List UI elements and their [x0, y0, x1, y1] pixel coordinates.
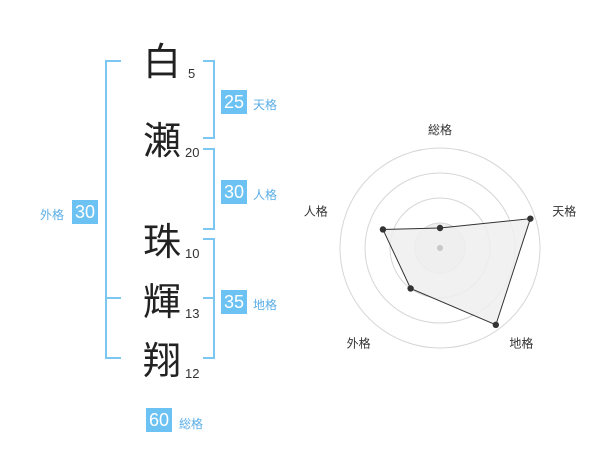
bracket-line [203, 228, 215, 230]
bracket-line [105, 297, 121, 299]
bracket-line [105, 60, 121, 62]
stroke-count-1: 5 [188, 66, 196, 81]
jinkaku-value: 30 [221, 180, 247, 204]
bracket-line [105, 60, 107, 359]
kanji-char-5: 翔 [143, 339, 182, 383]
chikaku-value: 35 [221, 290, 247, 314]
soukaku-label: 総格 [179, 417, 204, 431]
tenkaku-value: 25 [221, 90, 247, 114]
jinkaku-label: 人格 [253, 188, 278, 202]
gaikaku-label: 外格 [40, 208, 65, 222]
bracket-line [105, 357, 121, 359]
radar-point-2 [527, 215, 534, 222]
kanji-char-4: 輝 [143, 280, 182, 324]
tenkaku-label: 天格 [253, 98, 278, 112]
bracket-line [203, 60, 215, 62]
radar-axis-label: 総格 [428, 122, 452, 137]
bracket-line [203, 148, 215, 150]
kanji-char-3: 珠 [143, 220, 182, 264]
stroke-count-5: 12 [185, 366, 200, 381]
radar-ring [339, 147, 541, 349]
radar-axis-label: 天格 [552, 204, 576, 219]
radar-axis-label: 人格 [304, 204, 328, 219]
bracket-line [203, 357, 215, 359]
soukaku-value: 60 [146, 408, 172, 432]
kanji-char-1: 白 [143, 40, 182, 84]
radar-axis-label: 外格 [347, 335, 371, 350]
radar-data-polygon [382, 218, 532, 326]
radar-center-point [437, 245, 443, 251]
radar-axis-label: 地格 [509, 335, 533, 350]
bracket-line [213, 148, 215, 230]
radar-point-4 [407, 285, 414, 292]
radar-point-5 [379, 226, 387, 233]
stroke-count-4: 13 [185, 306, 200, 321]
bracket-line [203, 238, 215, 240]
kanji-char-2: 瀬 [143, 119, 182, 163]
radar-point-3 [492, 321, 500, 329]
radar-point-1 [436, 224, 444, 232]
stroke-count-3: 10 [185, 246, 200, 261]
bracket-line [213, 60, 215, 139]
bracket-line [203, 297, 215, 299]
stroke-count-2: 20 [185, 145, 200, 160]
bracket-line [203, 137, 215, 139]
gaikaku-value: 30 [72, 200, 98, 224]
chikaku-label: 地格 [253, 298, 278, 312]
